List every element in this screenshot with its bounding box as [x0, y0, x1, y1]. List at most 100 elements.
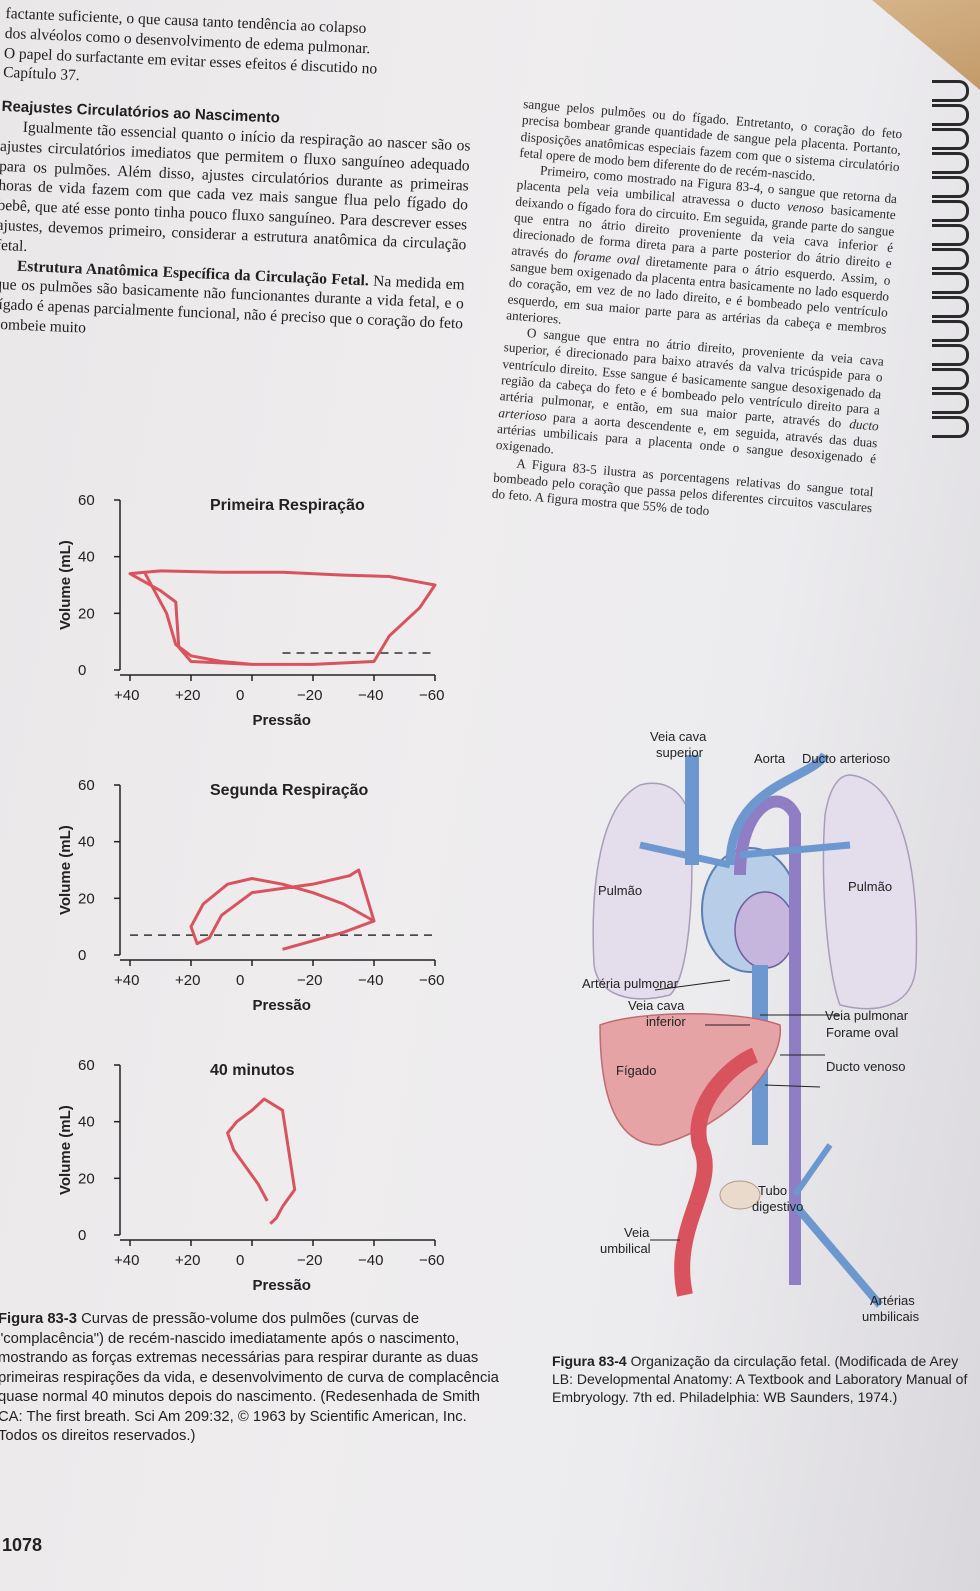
- x-tick-label: +20: [175, 972, 200, 989]
- label-art-umb-2: umbilicais: [862, 1309, 920, 1324]
- spiral-coil: [932, 368, 969, 390]
- y-tick-label: 60: [78, 1057, 95, 1074]
- label-art-umb-1: Artérias: [870, 1293, 915, 1308]
- x-tick-label: +40: [114, 687, 139, 704]
- spiral-coil: [932, 392, 969, 414]
- heart-chamber: [734, 891, 796, 969]
- fetal-circulation-diagram: Veia cava superior Aorta Ducto arterioso…: [580, 725, 970, 1325]
- x-tick-label: −20: [297, 687, 322, 704]
- label-ducto-venoso: Ducto venoso: [826, 1059, 906, 1074]
- y-axis-label: Volume (mL): [57, 1105, 74, 1195]
- diagram-svg: Veia cava superior Aorta Ducto arterioso…: [582, 729, 920, 1324]
- spiral-coil: [932, 248, 969, 270]
- label-veia-umb-2: umbilical: [600, 1241, 651, 1256]
- spiral-coil: [932, 104, 969, 126]
- x-axis-label: Pressão: [253, 712, 311, 729]
- page-number: 1078: [2, 1535, 43, 1555]
- spiral-coil: [932, 224, 969, 246]
- chart-title: 40 minutos: [210, 1062, 295, 1079]
- spiral-coil: [932, 296, 969, 318]
- spiral-coil: [932, 176, 969, 198]
- label-arteria-pulmonar: Artéria pulmonar: [582, 976, 679, 991]
- x-tick-label: −20: [297, 972, 322, 989]
- label-veia-umb-1: Veia: [624, 1225, 650, 1240]
- label-ducto-arterioso: Ducto arterioso: [802, 751, 890, 766]
- right-paragraph-2: Primeiro, como mostrado na Figura 83-4, …: [506, 161, 898, 354]
- label-forame-oval: Forame oval: [826, 1025, 898, 1040]
- liver: [599, 1013, 781, 1146]
- x-tick-label: +20: [175, 1252, 200, 1269]
- y-tick-label: 40: [78, 549, 95, 566]
- spiral-coil: [932, 200, 969, 222]
- y-tick-label: 60: [78, 777, 95, 794]
- leader-lines: [650, 979, 840, 1241]
- x-tick-label: +40: [114, 1252, 139, 1269]
- chart-title: Primeira Respiração: [210, 497, 365, 514]
- fig-83-3-label: Figura 83-3: [0, 1311, 77, 1327]
- figure-83-4-caption: Figura 83-4 Organização da circulação fe…: [552, 1352, 972, 1406]
- chart-title: Segunda Respiração: [210, 782, 369, 799]
- rp2-em: venoso: [786, 198, 825, 217]
- desk-corner: [872, 0, 980, 90]
- y-tick-label: 40: [78, 834, 95, 851]
- x-tick-label: −60: [419, 1252, 444, 1269]
- x-tick-label: 0: [236, 972, 244, 989]
- umbilical-arteries: [791, 1202, 884, 1308]
- label-figado: Fígado: [616, 1063, 656, 1078]
- x-tick-label: −40: [358, 687, 383, 704]
- pressure-volume-curve: [226, 1097, 297, 1225]
- y-tick-label: 0: [78, 662, 86, 679]
- y-tick-label: 20: [78, 1170, 95, 1187]
- x-axis-label: Pressão: [253, 997, 311, 1014]
- right-text-column: sangue pelos pulmões ou do fígado. Entre…: [491, 96, 902, 533]
- x-tick-label: −40: [358, 1252, 383, 1269]
- spiral-coil: [932, 128, 969, 150]
- label-aorta: Aorta: [754, 751, 786, 766]
- y-tick-label: 0: [78, 947, 86, 964]
- spiral-coil: [932, 320, 969, 342]
- y-tick-label: 20: [78, 890, 95, 907]
- label-vcs-1: Veia cava: [650, 729, 707, 744]
- gut: [719, 1180, 761, 1210]
- label-tubo-2: digestivo: [752, 1199, 803, 1214]
- x-tick-label: −60: [419, 972, 444, 989]
- umbilical-vein: [674, 1047, 759, 1297]
- spiral-coil: [932, 272, 969, 294]
- y-tick-label: 40: [78, 1114, 95, 1131]
- pressure-volume-curve: [128, 569, 437, 666]
- x-tick-label: −40: [358, 972, 383, 989]
- label-vcs-2: superior: [656, 745, 704, 760]
- chart-svg-1: Segunda Respiração 60 40 20 0 +40 +20 0 −20 −40 −6…: [57, 777, 444, 1014]
- ductus-arteriosus: [725, 752, 829, 866]
- label-pulmao-right: Pulmão: [848, 879, 892, 894]
- right-lung: [822, 774, 918, 1010]
- y-tick-label: 20: [78, 605, 95, 622]
- spiral-coil: [932, 80, 969, 102]
- spiral-coil: [932, 344, 969, 366]
- paragraph-1: Igualmente tão essencial quanto o início…: [0, 118, 471, 255]
- spiral-binding: [932, 80, 972, 460]
- y-axis-label: Volume (mL): [57, 540, 74, 630]
- spiral-coil: [932, 416, 969, 438]
- label-tubo-1: Tubo: [758, 1183, 787, 1198]
- x-tick-label: +40: [114, 972, 139, 989]
- x-tick-label: −20: [297, 1252, 322, 1269]
- aorta-branch: [792, 1143, 833, 1197]
- aorta: [734, 795, 801, 1285]
- y-axis-label: Volume (mL): [57, 825, 74, 915]
- left-text-column: factante suficiente, o que causa tanto t…: [0, 4, 476, 354]
- x-axis-label: Pressão: [253, 1277, 311, 1294]
- figure-83-3-caption: Figura 83-3 Curvas de pressão-volume dos…: [0, 1310, 503, 1447]
- fig-83-4-text: Organização da circulação fetal. (Modifi…: [552, 1353, 968, 1405]
- label-pulmao-left: Pulmão: [598, 883, 642, 898]
- label-veia-pulmonar: Veia pulmonar: [825, 1008, 909, 1023]
- chart-segunda-respiracao: Segunda Respiração 60 40 20 0 +40 +20 0 −20 −40 −6…: [57, 765, 460, 1030]
- label-vci-2: inferior: [646, 1014, 686, 1029]
- pressure-volume-curve: [189, 868, 376, 951]
- y-tick-label: 0: [78, 1227, 86, 1244]
